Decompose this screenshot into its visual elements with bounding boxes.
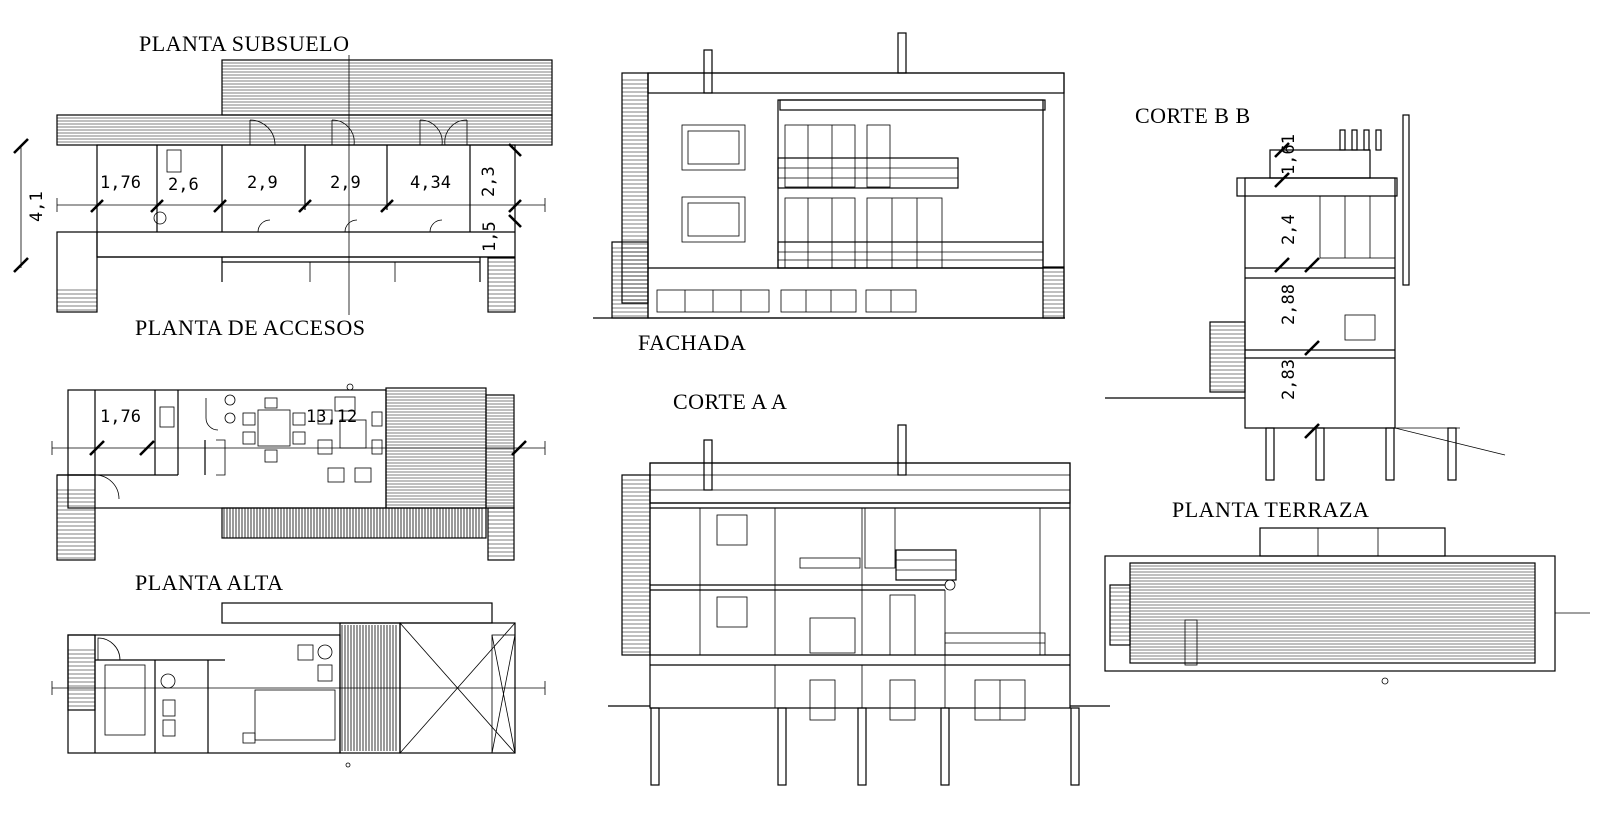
pile <box>1315 427 1325 481</box>
planta-accesos-title: PLANTA DE ACCESOS <box>135 315 365 340</box>
door-arc <box>97 637 121 661</box>
double-door-swing <box>419 119 468 146</box>
deck-south <box>221 507 487 539</box>
chimney <box>897 32 907 74</box>
pile <box>650 707 660 786</box>
planta-subsuelo-title: PLANTA SUBSUELO <box>139 31 349 56</box>
dim-label: 2,3 <box>479 166 499 197</box>
pile <box>1385 427 1395 481</box>
dim-label: 2,83 <box>1279 359 1299 400</box>
upper-deck-hatching <box>222 62 552 112</box>
dim-label: 1,5 <box>480 221 500 252</box>
corte-aa-section: CORTE A A <box>608 389 1110 786</box>
window <box>681 196 746 243</box>
roof-outline <box>1104 555 1556 672</box>
upper-deck <box>221 59 553 116</box>
dining-table <box>257 409 291 447</box>
kitchen-arc <box>205 398 219 431</box>
stair-left <box>56 474 96 561</box>
entry-door-arc <box>94 474 120 500</box>
upper-eave <box>221 602 493 624</box>
dim-label: 2,6 <box>168 175 199 195</box>
balcony-railing <box>895 549 957 581</box>
planta-terraza-title: PLANTA TERRAZA <box>1172 497 1369 522</box>
bed <box>254 689 336 741</box>
dim-label: 2,88 <box>1279 284 1299 325</box>
stair-right <box>487 257 516 313</box>
corte-bb-section: CORTE B B 1,61 2,4 2,88 2,83 <box>1105 103 1506 481</box>
planta-alta-title: PLANTA ALTA <box>135 570 283 595</box>
table-chairs <box>809 617 856 654</box>
pile <box>857 707 867 786</box>
basement-outline <box>96 144 516 258</box>
corte-aa-title: CORTE A A <box>673 389 787 414</box>
dim-label: 1,76 <box>100 407 141 427</box>
fachada-elevation: FACHADA <box>593 32 1065 355</box>
pile <box>1070 707 1080 786</box>
stair-alta <box>67 634 96 711</box>
door-swing <box>249 119 276 146</box>
dim-label: 1,61 <box>1279 134 1299 175</box>
planta-subsuelo: PLANTA SUBSUELO <box>13 31 553 340</box>
dim-label: 4,34 <box>410 173 451 193</box>
pile <box>940 707 950 786</box>
dim-label: 2,9 <box>330 173 361 193</box>
stair-left <box>56 231 98 313</box>
window <box>681 124 746 171</box>
pile <box>777 707 787 786</box>
fixture-circle <box>224 394 236 406</box>
glass-door <box>784 124 856 188</box>
toilet-fixture <box>160 673 176 689</box>
pile <box>1447 427 1457 481</box>
balcony-railing <box>777 157 959 189</box>
stair-right <box>487 507 515 561</box>
corte-bb-title: CORTE B B <box>1135 103 1251 128</box>
dim-label: 2,4 <box>1279 214 1299 245</box>
sink-fixture <box>153 211 167 225</box>
dim-label: 13,12 <box>306 407 357 427</box>
planta-alta <box>51 602 546 768</box>
dim-label: 2,9 <box>247 173 278 193</box>
fachada-title: FACHADA <box>638 330 746 355</box>
terrace-parapet <box>1259 527 1446 557</box>
toilet-fixture <box>166 149 182 173</box>
planta-terraza: PLANTA TERRAZA <box>1104 497 1590 685</box>
dim-label: 1,76 <box>100 173 141 193</box>
lower-railing <box>777 241 1044 269</box>
lower-deck-hatching <box>57 117 552 143</box>
dim-label: 4,1 <box>27 191 47 222</box>
stove-fixture <box>159 406 175 428</box>
pile <box>1265 427 1275 481</box>
door-arcs <box>257 219 443 233</box>
planta-accesos: 1,76 13,12 PLANTA ALTA <box>51 383 546 595</box>
